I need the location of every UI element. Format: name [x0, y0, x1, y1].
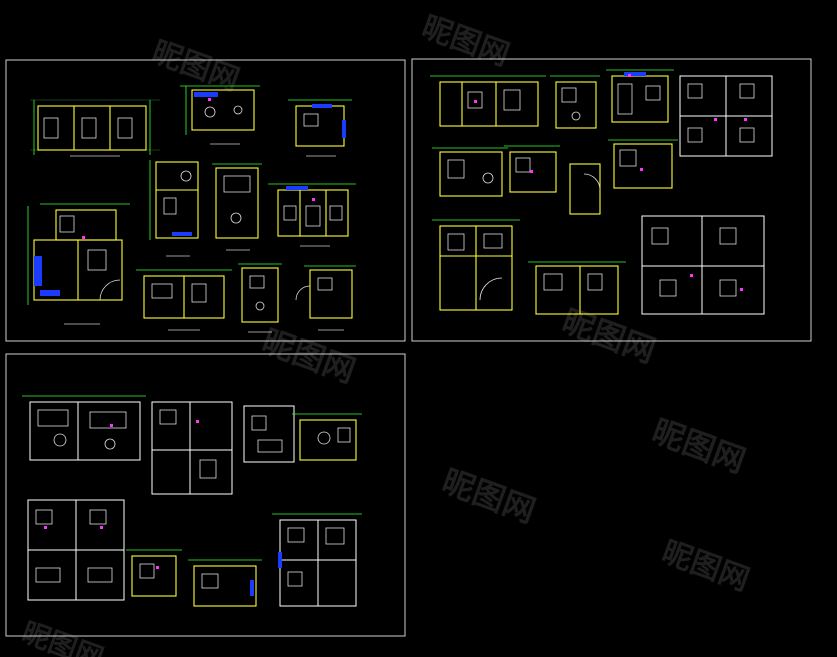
sheet-frame-2 [411, 58, 812, 342]
floor-plan [504, 145, 560, 193]
floor-plan [22, 395, 146, 461]
floor-plan [136, 269, 232, 331]
sheet-frame-3 [5, 353, 406, 637]
floor-plan [149, 160, 199, 257]
floor-plan [295, 265, 356, 331]
floor-plan [30, 99, 160, 157]
floor-plan [180, 85, 260, 145]
floor-plan [430, 75, 546, 127]
floor-plan [528, 261, 626, 315]
watermark: 昵图网 [147, 35, 244, 99]
watermark: 昵图网 [557, 302, 660, 371]
watermark: 昵图网 [437, 462, 540, 531]
floor-plan [432, 219, 520, 311]
floor-plan [550, 75, 600, 129]
floor-plan [641, 215, 765, 315]
floor-plan [188, 559, 262, 607]
floor-plan [679, 75, 773, 157]
floor-plan [272, 513, 362, 607]
floor-plan [288, 99, 352, 157]
floor-plan [27, 203, 130, 325]
floor-plan [243, 405, 295, 463]
watermark: 昵图网 [257, 322, 360, 391]
sheet-3-plans [22, 395, 362, 607]
floor-plan [432, 147, 508, 197]
floor-plan [27, 499, 125, 601]
watermark: 昵图网 [647, 412, 750, 481]
watermark-group: 昵图网 昵图网 昵图网 昵图网 昵图网 昵图网 昵图网 昵图网 [18, 10, 754, 657]
floor-plan [126, 549, 182, 597]
floor-plan [212, 163, 262, 251]
floor-plan [608, 139, 678, 189]
watermark: 昵图网 [657, 535, 754, 599]
sheet-2-plans [430, 69, 773, 315]
floor-plan [292, 413, 362, 461]
floor-plan [238, 263, 282, 333]
watermark: 昵图网 [417, 10, 514, 74]
sheet-1-plans [27, 85, 356, 333]
sheet-frame-1 [5, 59, 406, 342]
floor-plan [606, 69, 674, 123]
floor-plan [268, 183, 356, 247]
floor-plan [569, 163, 601, 215]
floor-plan [151, 401, 233, 495]
